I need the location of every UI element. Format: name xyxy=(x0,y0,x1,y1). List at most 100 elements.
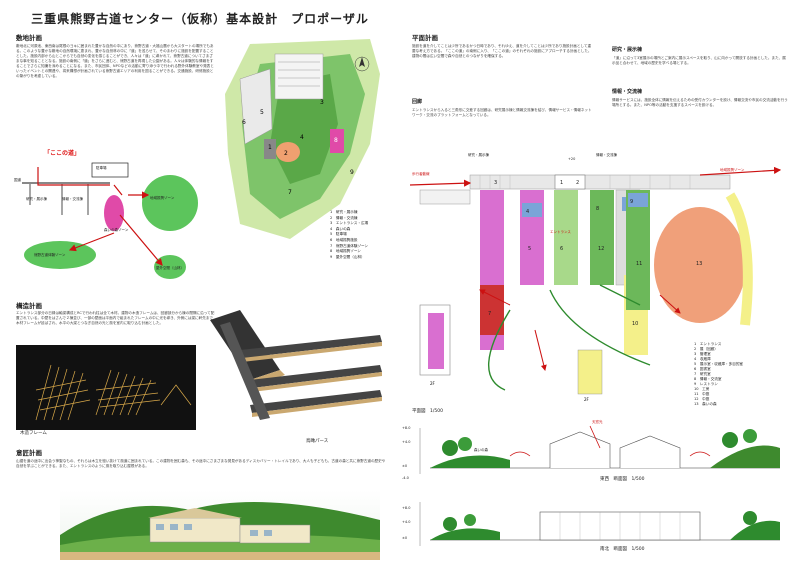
skylight-label: 天窓光 xyxy=(592,420,603,424)
outdoor-label: 屋外空間（山林） xyxy=(156,266,184,270)
parking-box xyxy=(91,162,129,178)
bird-eye-render xyxy=(210,310,382,420)
wood-frame-label: 木造フレーム xyxy=(20,431,47,436)
svg-text:11: 11 xyxy=(636,261,642,267)
plan-legend: 1 エントランス 2 展（回廊） 3 管理室 4 収蔵庫 5 展示室・収蔵庫・多… xyxy=(694,342,784,407)
room-11 xyxy=(626,190,650,310)
level-a0: +8.0 xyxy=(402,426,411,430)
corridor-body: エントランスから入ると三角形に交差する回廊は、研究展示棟と情報交流棟を結び、情報… xyxy=(412,108,592,117)
map-legend: 1 研究・展示棟 2 情報・交流棟 3 エントランス・広場 4 森いの森 5 駐… xyxy=(330,210,390,260)
forest-oval-13 xyxy=(654,207,746,323)
parking-label: 駐車場 xyxy=(96,166,107,170)
plan-legend-item: 8 情報・交流室 xyxy=(694,377,722,381)
bird-eye-label: 鳥瞰パース xyxy=(306,439,329,444)
map-legend-item: 4 森いの森 xyxy=(330,226,351,231)
svg-text:2F: 2F xyxy=(430,381,436,386)
koko-no-michi-label: 「ここの道」 xyxy=(44,150,81,157)
info-side-body: 情報サービスには、施設全体に情報を伝えるための受付カウンターを設け、情報交流や市… xyxy=(612,98,788,107)
svg-text:5: 5 xyxy=(528,246,531,252)
svg-text:5: 5 xyxy=(260,109,264,116)
plan-legend-item: 10 工房 xyxy=(694,387,710,391)
plan-legend-item: 2 展（回廊） xyxy=(694,347,718,351)
forest-zone-ellipse xyxy=(104,195,124,231)
elevation-render xyxy=(60,490,380,560)
map-legend-item: 9 屋外空間（山林） xyxy=(330,254,365,259)
plan-legend-item: 6 図書室 xyxy=(694,367,711,371)
plan-entry-label: エントランス xyxy=(550,230,571,234)
svg-text:8: 8 xyxy=(596,206,599,212)
concept-diagram xyxy=(22,162,198,279)
svg-text:6: 6 xyxy=(242,119,246,126)
map-legend-item: 6 地域振興施設 xyxy=(330,237,358,242)
plan-info-label: 情報・交流棟 xyxy=(596,153,617,157)
map-legend-item: 5 駐車場 xyxy=(330,232,347,237)
structure-body: エントランス部分の日縁は軸梁構成とRCで行われ柱は全て木材。建物の木造フレームは… xyxy=(16,311,215,325)
svg-text:4: 4 xyxy=(300,134,304,141)
plan-legend-item: 7 研究室 xyxy=(694,372,711,376)
site-aerial-map: 8 2 1 5 6 3 4 7 9 xyxy=(225,39,380,239)
svg-text:9: 9 xyxy=(630,199,633,205)
svg-text:7: 7 xyxy=(488,311,491,317)
room-12 xyxy=(590,190,614,285)
svg-text:6: 6 xyxy=(560,246,563,252)
level-b2: ±0 xyxy=(402,536,408,540)
svg-text:1: 1 xyxy=(560,180,563,186)
level-a2: ±0 xyxy=(402,464,408,468)
research-side-heading: 研究・展示棟 xyxy=(612,47,643,53)
north-south-section xyxy=(419,502,780,546)
plan-legend-item: 5 展示室・収蔵庫・多目的室 xyxy=(694,362,744,366)
plan-research-label: 研究・展示棟 xyxy=(468,153,489,157)
kodo-zone-ellipse xyxy=(24,241,96,269)
map-legend-item: 3 エントランス・広場 xyxy=(330,221,369,226)
level-b1: +4.0 xyxy=(402,520,411,524)
plan-legend-item: 13 森いの森 xyxy=(694,402,717,406)
svg-text:8: 8 xyxy=(334,137,338,144)
plan-plus20: +20 xyxy=(568,157,576,161)
plan-body: 施設を道を介してことは少所であるかつ日時であり、それゆえ、道を介してことは少所で… xyxy=(412,44,592,58)
svg-text:2F: 2F xyxy=(584,397,590,402)
svg-text:4: 4 xyxy=(526,209,529,215)
forest-section-label: 森いの森 xyxy=(474,448,488,452)
svg-text:2: 2 xyxy=(284,150,288,157)
site-heading: 敷地計画 xyxy=(16,34,42,42)
plan-legend-item: 3 管理室 xyxy=(694,352,711,356)
plan-legend-item: 9 レストラン xyxy=(694,382,718,386)
north-south-caption: 南北 断面図 1/500 xyxy=(600,547,645,552)
map-legend-item: 8 地域振興ゾーン xyxy=(330,249,361,254)
level-a1: +4.0 xyxy=(402,440,411,444)
research-side-body: 「道」に沿って3室展示の場所とご案内に展示スペースを取り、山に向かって開放する計… xyxy=(612,56,786,65)
design-body: 山裾を道の途中に出会う神聖なもの、それらは木立を縫い抜けて風道に囲まれている。こ… xyxy=(16,459,386,468)
level-a3: -4.0 xyxy=(402,476,409,480)
site-body: 敷地北に河原池、東西南は尾根のヨキに囲まれた豊かな自然の中にあり、熊野古道・大福… xyxy=(16,44,214,78)
east-west-section xyxy=(419,425,780,474)
plan-legend-item: 11 中庭 xyxy=(694,392,710,396)
plan-regional-label: 地域振興ゾーン xyxy=(720,168,745,172)
road-label: 国道 xyxy=(14,178,21,182)
map-legend-item: 1 研究・展示棟 xyxy=(330,210,358,214)
plan-heading: 平面計画 xyxy=(412,34,438,42)
svg-text:3: 3 xyxy=(320,99,324,106)
forest-plaza xyxy=(276,142,300,162)
svg-text:7: 7 xyxy=(288,189,292,196)
wood-frame-render xyxy=(16,345,196,430)
map-legend-item: 7 熊野古道体験ゾーン xyxy=(330,243,369,248)
regional-label: 地域振興ゾーン xyxy=(150,196,175,200)
regional-zone-ellipse xyxy=(142,175,198,231)
structure-heading: 構造計画 xyxy=(16,302,42,310)
plan-scale-label: 平面図 1/500 xyxy=(412,409,443,414)
info-label: 情報・交流棟 xyxy=(62,197,83,201)
map-legend-item: 2 情報・交流棟 xyxy=(330,215,358,220)
svg-text:3: 3 xyxy=(494,180,497,186)
svg-text:10: 10 xyxy=(632,321,638,327)
design-heading: 意匠計画 xyxy=(16,449,42,457)
info-side-heading: 情報・交流棟 xyxy=(612,89,643,95)
building-block xyxy=(264,139,276,159)
svg-text:1: 1 xyxy=(268,144,272,151)
east-west-caption: 東西 断面図 1/500 xyxy=(600,477,645,482)
page-title: 三重県熊野古道センター（仮称）基本設計 プロポーザル xyxy=(31,12,369,26)
svg-text:12: 12 xyxy=(598,246,604,252)
parking-area xyxy=(274,53,324,100)
svg-text:9: 9 xyxy=(350,169,354,176)
kodo-label: 熊野古道体験ゾーン xyxy=(34,253,66,257)
